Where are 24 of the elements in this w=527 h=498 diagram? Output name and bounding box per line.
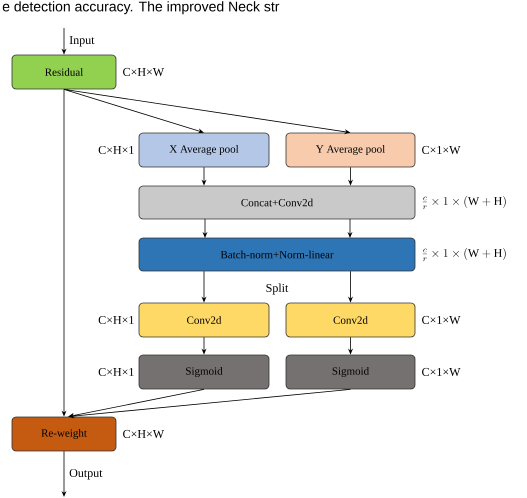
dimension-label: C×1×W	[422, 146, 460, 154]
process-box: Concat+Conv2d	[138, 186, 416, 220]
sigmoid-box: Sigmoid	[138, 354, 270, 390]
pooling-box: X Average pool	[138, 132, 270, 168]
dimension-label: C×1×W	[422, 368, 460, 376]
dimension-label: C×H×1	[98, 146, 134, 154]
edge-label: Output	[70, 468, 102, 480]
reweight-box: Re-weight	[12, 416, 116, 452]
page-text: e detection accuracy. The improved Neck str	[2, 1, 280, 14]
dimension-label: C×H×W	[123, 68, 164, 76]
dimension-label: C×H×1	[98, 368, 134, 376]
sigmoid-box: Sigmoid	[286, 354, 416, 390]
dimension-label: $\frac{c}{r}\times 1\times (\mathrm{W}+\mathrm{H})$	[422, 196, 506, 210]
conv-box: Conv2d	[286, 302, 416, 338]
pooling-box: Y Average pool	[286, 132, 416, 168]
dimension-label: C×1×W	[422, 316, 460, 324]
split-label: Split	[266, 284, 288, 294]
dimension-label: C×H×1	[98, 316, 134, 324]
edge-label: Input	[70, 36, 94, 46]
dimension-label: C×H×W	[123, 430, 164, 438]
process-box: Batch-norm+Norm-linear	[138, 238, 416, 272]
residual-box: Residual	[12, 54, 116, 90]
dimension-label: $\frac{c}{r}\times 1\times (\mathrm{W}+\mathrm{H})$	[422, 248, 506, 262]
conv-box: Conv2d	[138, 302, 270, 338]
